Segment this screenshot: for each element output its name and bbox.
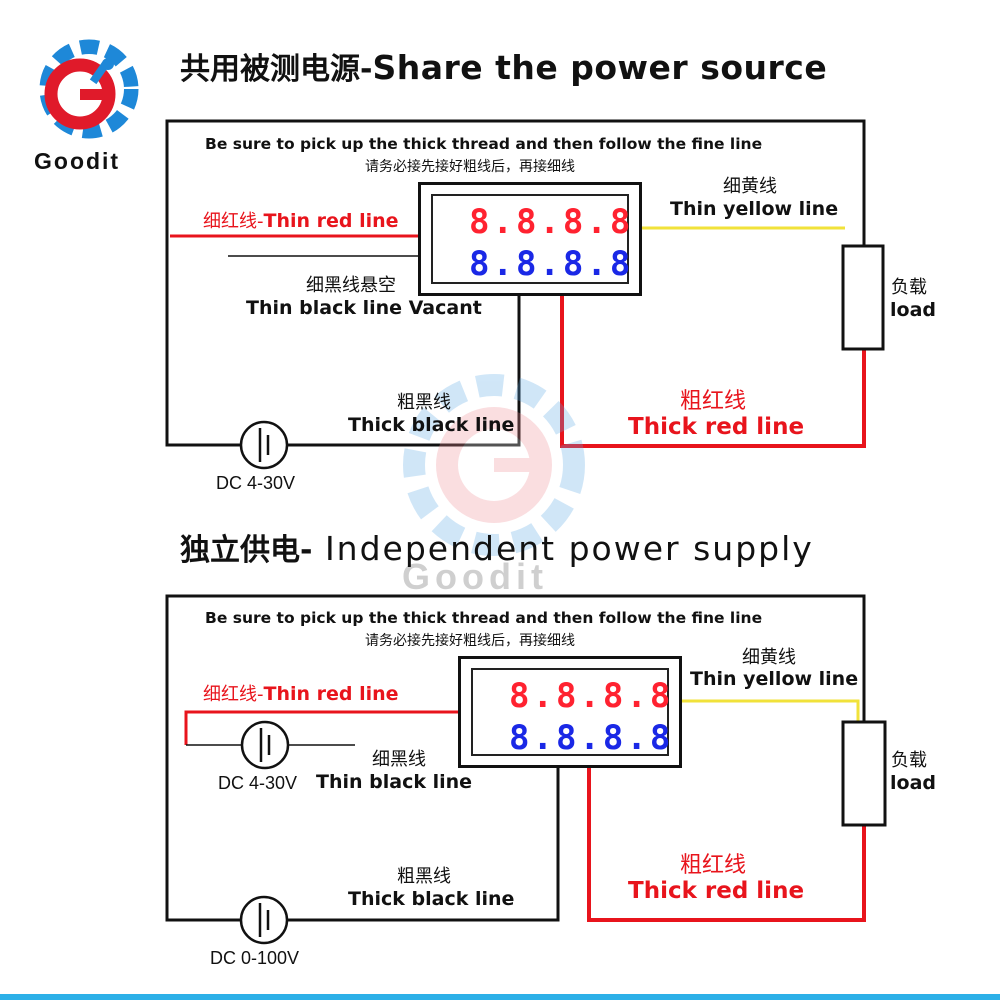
bottom-voltmeter-display: 8.8.8.8 8.8.8.8 [458,656,682,768]
bottom-display-red-digits: 8.8.8.8 [509,676,674,716]
bottom-accent-bar [0,994,1000,1000]
bottom-thick-red-en: Thick red line [628,878,805,904]
bottom-thin-red-wire [184,710,458,745]
bottom-aux-dc-source [240,720,290,770]
bottom-thin-black-cn: 细黑线 [372,749,426,770]
top-display-blue-digits: 8.8.8.8 [469,244,634,284]
bottom-load-cn: 负载 [891,750,927,771]
top-thick-red-wire [560,296,866,448]
top-load-cn: 负载 [891,277,927,298]
bottom-note-cn: 请务必接先接好粗线后，再接细线 [365,633,575,649]
top-thick-black-cn: 粗黑线 [397,392,451,413]
top-thick-red-cn: 粗红线 [680,389,747,414]
bottom-thin-yellow-wire [682,699,860,722]
top-thick-black-wire [287,296,521,447]
bottom-section-title: 独立供电- Independent power supply [180,525,814,569]
bottom-thick-black-cn: 粗黑线 [397,866,451,887]
bottom-thin-black-en: Thin black line [316,771,473,793]
top-note-cn: 请务必接先接好粗线后，再接细线 [365,159,575,175]
top-thin-red-cn: 细红线- [203,211,264,232]
top-thick-black-en: Thick black line [348,414,515,436]
top-section-title: 共用被测电源-Share the power source [180,44,827,88]
top-outer-black-wire [165,119,866,447]
top-note-en: Be sure to pick up the thick thread and … [205,135,763,153]
logo-brand-text: Goodit [34,148,121,174]
bottom-thick-black-wire [287,768,560,922]
bottom-display-blue-digits: 8.8.8.8 [509,718,674,758]
bottom-title-cn: 独立供电- [180,533,313,568]
top-load-en: load [890,299,936,321]
bottom-load-resistor [841,720,887,827]
bottom-outer-black-wire [165,594,866,922]
top-thin-yellow-cn: 细黄线 [723,176,777,197]
bottom-title-en: Independent power supply [312,529,814,568]
top-display-red-digits: 8.8.8.8 [469,202,634,242]
top-circuit [165,119,885,470]
watermark-brand-text: Goodit [402,556,548,597]
bottom-load-en: load [890,772,936,794]
bottom-thin-red-label: 细红线-Thin red line [203,680,399,706]
top-voltmeter-display: 8.8.8.8 8.8.8.8 [418,182,642,296]
top-thin-red-label: 细红线-Thin red line [203,207,399,233]
bottom-thick-red-cn: 粗红线 [680,853,747,878]
bottom-main-dc-source [239,895,289,945]
bottom-thin-red-cn: 细红线- [203,684,264,705]
top-title-cn: 共用被测电源- [180,52,373,87]
logo-mark [39,39,139,139]
top-thin-red-en: Thin red line [263,210,399,232]
bottom-thin-red-en: Thin red line [263,683,399,705]
bottom-thin-yellow-cn: 细黄线 [742,647,796,668]
bottom-circuit [165,594,887,945]
top-thin-yellow-en: Thin yellow line [670,198,839,220]
bottom-main-source-label: DC 0-100V [210,948,300,968]
bottom-note-en: Be sure to pick up the thick thread and … [205,609,763,627]
watermark-logo [403,374,585,556]
top-dc-source [239,420,289,470]
top-load-resistor [841,244,885,351]
bottom-thick-black-en: Thick black line [348,888,515,910]
top-title-en: Share the power source [372,48,828,87]
bottom-thick-red-wire [587,768,866,922]
top-thin-black-cn: 细黑线悬空 [306,275,396,296]
bottom-thin-yellow-en: Thin yellow line [690,668,859,690]
top-source-label: DC 4-30V [216,473,296,493]
top-thin-black-en: Thin black line Vacant [246,297,482,319]
top-thick-red-en: Thick red line [628,414,805,440]
bottom-aux-source-label: DC 4-30V [218,773,298,793]
